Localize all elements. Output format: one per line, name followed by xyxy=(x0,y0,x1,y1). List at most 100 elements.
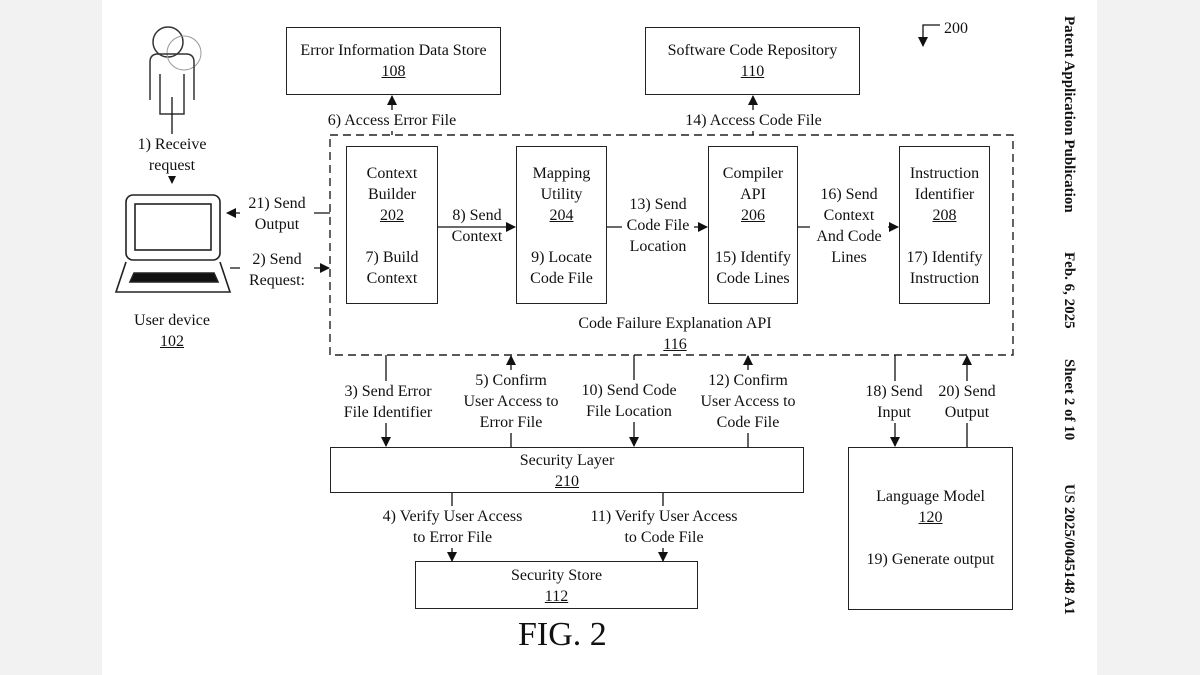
box-title: Compiler xyxy=(722,165,784,182)
edge-label-line: Location xyxy=(629,238,687,255)
edge-label-line: 21) Send xyxy=(248,195,306,212)
edge-label-4: 4) Verify User Access to Error File xyxy=(370,506,535,548)
edge-label-line: 4) Verify User Access xyxy=(382,508,523,525)
box-ref: 210 xyxy=(555,473,579,490)
edge-label-line: 13) Send xyxy=(629,196,687,213)
software-code-repository[interactable]: Software Code Repository 110 xyxy=(645,27,860,95)
edge-label-line: 20) Send xyxy=(938,383,996,400)
user-device-label: User device 102 xyxy=(122,310,222,352)
edge-label-11: 11) Verify User Access to Code File xyxy=(578,506,750,548)
box-ref: 206 xyxy=(741,207,765,224)
box-title: Context xyxy=(366,165,418,182)
mapping-utility[interactable]: Mapping Utility 204 9) Locate Code File xyxy=(516,146,607,304)
context-builder[interactable]: Context Builder 202 7) Build Context xyxy=(346,146,438,304)
box-title: Security Store xyxy=(510,567,603,584)
code-failure-api-container[interactable] xyxy=(329,134,1014,356)
box-step: 19) Generate output xyxy=(866,551,995,568)
edge-label-line: to Error File xyxy=(412,529,493,546)
edge-label-6: 6) Access Error File xyxy=(317,110,467,131)
publication-date: Feb. 6, 2025 xyxy=(1061,252,1077,330)
publication-type: Patent Application Publication xyxy=(1061,16,1077,213)
box-ref: 208 xyxy=(932,207,957,224)
box-step: Context xyxy=(366,270,418,287)
box-title: Security Layer xyxy=(519,452,615,469)
figure-ref-number: 200 xyxy=(944,20,968,37)
box-step: Code Lines xyxy=(716,270,790,287)
patent-header: Patent Application Publication Feb. 6, 2… xyxy=(1060,16,1077,615)
box-ref: 120 xyxy=(918,509,943,526)
edge-label-line: 16) Send xyxy=(820,186,878,203)
box-ref: 110 xyxy=(740,63,765,80)
edge-label-line: request xyxy=(148,157,196,174)
box-step: 7) Build xyxy=(365,249,419,266)
edge-label-line: 10) Send Code xyxy=(581,382,677,399)
edge-label-1: 1) Receive request xyxy=(120,134,224,176)
box-title: Error Information Data Store xyxy=(300,42,487,59)
edge-label-line: User Access to xyxy=(700,393,796,410)
api-ref: 116 xyxy=(663,336,687,353)
edge-label-line: Output xyxy=(944,404,990,421)
box-step: 15) Identify xyxy=(715,249,791,266)
box-step: 9) Locate xyxy=(531,249,592,266)
box-title: Utility xyxy=(540,186,583,203)
box-step: 17) Identify xyxy=(906,249,983,266)
device-name: User device xyxy=(134,312,210,329)
error-information-data-store[interactable]: Error Information Data Store 108 xyxy=(286,27,501,95)
box-step: Code File xyxy=(530,270,593,287)
edge-label-line: 14) Access Code File xyxy=(685,112,822,129)
language-model[interactable]: Language Model 120 19) Generate output xyxy=(848,447,1013,610)
edge-label-line: Context xyxy=(451,228,503,245)
api-label: Code Failure Explanation API 116 xyxy=(540,313,810,355)
box-ref: 202 xyxy=(380,207,404,224)
box-ref: 108 xyxy=(381,63,406,80)
edge-label-line: And Code xyxy=(810,226,888,247)
edge-label-line: File Location xyxy=(586,403,672,420)
edge-label-line: Request: xyxy=(249,272,305,289)
instruction-identifier[interactable]: Instruction Identifier 208 17) Identify … xyxy=(899,146,990,304)
box-title: Instruction xyxy=(909,165,980,182)
box-ref: 204 xyxy=(549,207,574,224)
edge-label-line: User Access to xyxy=(463,393,559,410)
edge-label-line: 2) Send xyxy=(252,251,302,268)
edge-label-line: Error File xyxy=(479,414,543,431)
edge-label-line: 11) Verify User Access xyxy=(590,508,738,525)
edge-label-line: 12) Confirm xyxy=(708,372,788,389)
figure-ref-arrow xyxy=(918,24,940,47)
edge-label-line: 18) Send xyxy=(865,383,923,400)
edge-label-line: 1) Receive xyxy=(137,136,207,153)
box-title: Language Model xyxy=(876,488,985,505)
edge-label-line: Output xyxy=(254,216,300,233)
box-title: Software Code Repository xyxy=(667,42,838,59)
edge-label-line: Code File xyxy=(716,414,780,431)
box-title: Builder xyxy=(368,186,416,203)
box-title: Identifier xyxy=(914,186,975,203)
publication-number: US 2025/0045148 A1 xyxy=(1061,483,1077,615)
box-step: Instruction xyxy=(909,270,980,287)
device-ref: 102 xyxy=(160,333,184,350)
security-layer[interactable]: Security Layer 210 xyxy=(330,447,804,493)
edge-label-line: 5) Confirm xyxy=(475,372,547,389)
edge-label-14: 14) Access Code File xyxy=(676,110,831,131)
edge-label-line: Input xyxy=(877,404,911,421)
box-ref: 112 xyxy=(544,588,569,605)
api-name: Code Failure Explanation API xyxy=(578,315,772,332)
figure-label: FIG. 2 xyxy=(518,616,607,653)
edge-label-line: File Identifier xyxy=(343,404,433,421)
edge-label-line: 6) Access Error File xyxy=(327,112,457,129)
box-title: API xyxy=(740,186,766,203)
edge-label-line: 8) Send xyxy=(452,207,502,224)
security-store[interactable]: Security Store 112 xyxy=(415,561,698,609)
laptop-icon xyxy=(114,194,232,293)
compiler-api[interactable]: Compiler API 206 15) Identify Code Lines xyxy=(708,146,798,304)
edge-label-line: to Code File xyxy=(624,529,704,546)
